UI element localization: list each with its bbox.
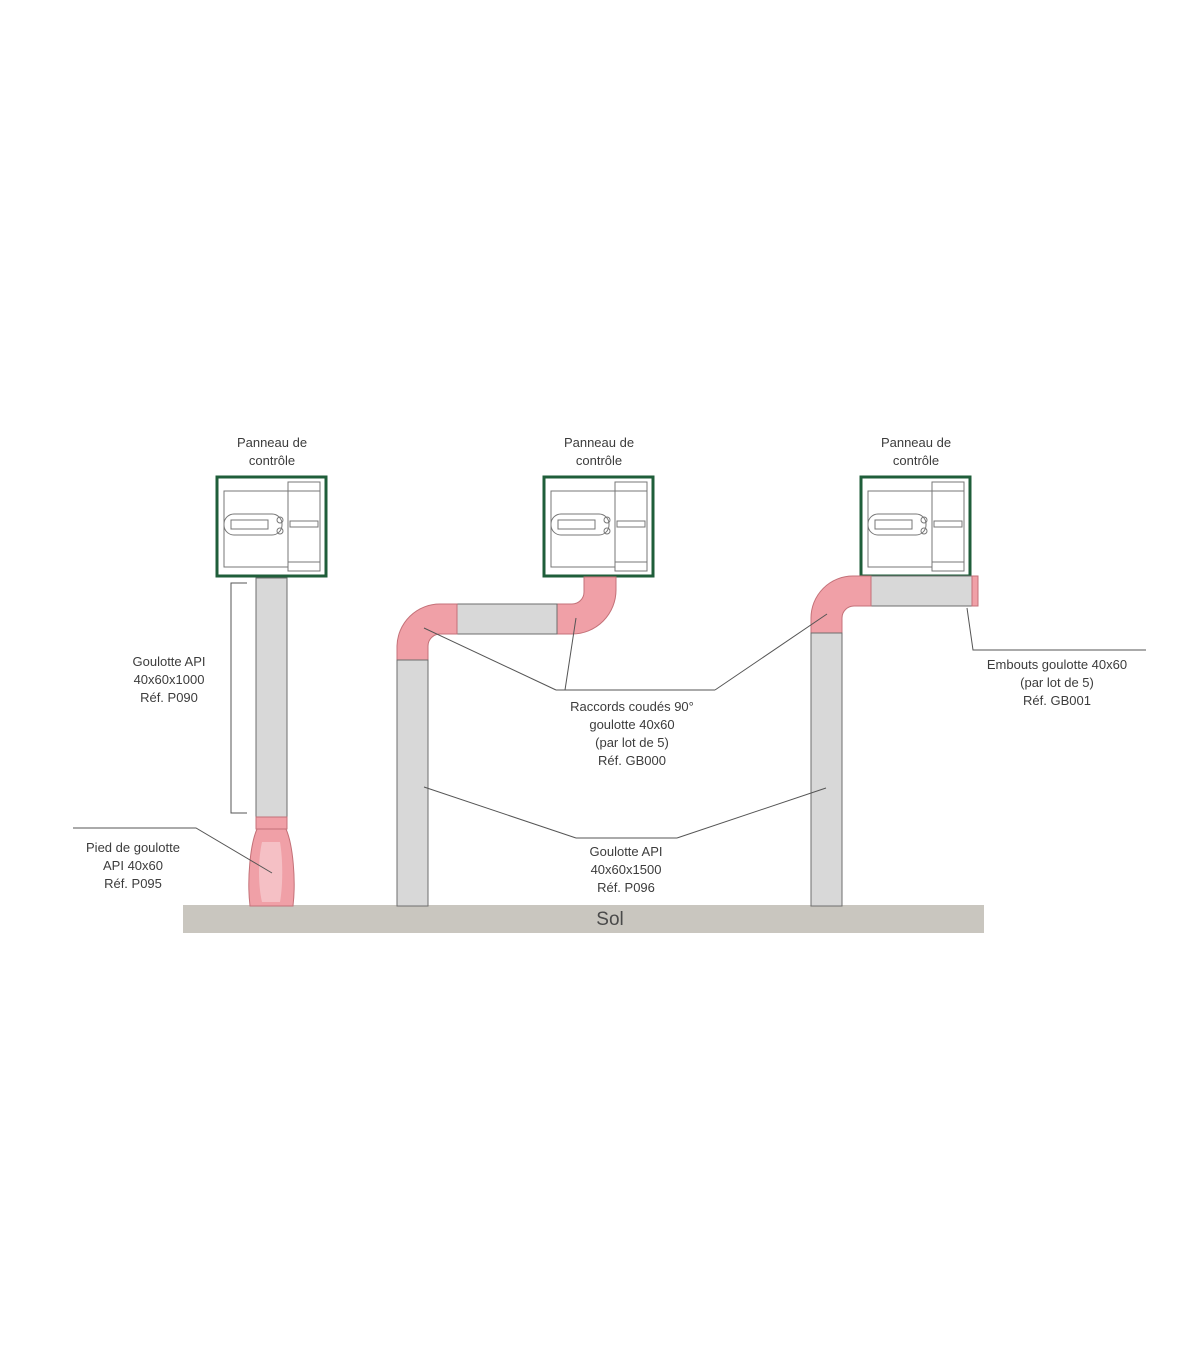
leader-raccords-mid [564,617,577,691]
svg-text:(par lot de 5): (par lot de 5) [595,735,669,750]
foot-collar [255,816,288,830]
leader-goulotte-left [423,786,577,839]
length-bracket [230,582,247,814]
label-embouts: Embouts goulotte 40x60 (par lot de 5) Ré… [987,657,1127,708]
svg-text:Réf. GB001: Réf. GB001 [1023,693,1091,708]
panel-right [859,475,972,578]
duct-middle-horizontal [456,603,558,635]
label-pied: Pied de goulotte API 40x60 Réf. P095 [86,840,180,891]
panel-left [215,475,328,578]
elbow-middle-top [556,576,617,635]
svg-text:Embouts goulotte 40x60: Embouts goulotte 40x60 [987,657,1127,672]
leader-embouts [966,607,1146,651]
svg-text:Réf. P095: Réf. P095 [104,876,162,891]
duct-1000 [255,577,288,818]
svg-text:Goulotte API: Goulotte API [133,654,206,669]
svg-text:(par lot de 5): (par lot de 5) [1020,675,1094,690]
end-cap [971,575,979,607]
panel-middle-label-2: contrôle [576,453,622,468]
label-goulotte-1500: Goulotte API 40x60x1500 Réf. P096 [590,844,663,895]
svg-text:Réf. P096: Réf. P096 [597,880,655,895]
ground-label: Sol [596,909,623,930]
svg-text:API 40x60: API 40x60 [103,858,163,873]
panel-right-label-1: Panneau de [881,435,951,450]
leader-goulotte-right [676,787,827,839]
panel-left-label-2: contrôle [249,453,295,468]
panel-left-label-1: Panneau de [237,435,307,450]
elbow-middle-left [396,603,458,661]
svg-text:Réf. GB000: Réf. GB000 [598,753,666,768]
duct-1500-left [396,659,429,907]
duct-1500-right [810,632,843,907]
leader-raccords-right [714,613,828,691]
leader-raccords-left [423,627,557,691]
duct-right-horizontal [870,575,973,607]
label-raccords: Raccords coudés 90° goulotte 40x60 (par … [570,699,694,768]
svg-text:40x60x1500: 40x60x1500 [591,862,662,877]
leader-pied [73,827,273,874]
svg-text:Goulotte API: Goulotte API [590,844,663,859]
ground-slab [183,905,984,933]
panel-right-label-2: contrôle [893,453,939,468]
svg-text:goulotte 40x60: goulotte 40x60 [589,717,674,732]
panel-middle-label-1: Panneau de [564,435,634,450]
label-goulotte-1000: Goulotte API 40x60x1000 Réf. P090 [133,654,206,705]
svg-text:Raccords coudés 90°: Raccords coudés 90° [570,699,694,714]
elbow-right [810,575,872,634]
svg-text:40x60x1000: 40x60x1000 [134,672,205,687]
panel-middle [542,475,655,578]
svg-text:Pied de goulotte: Pied de goulotte [86,840,180,855]
svg-text:Réf. P090: Réf. P090 [140,690,198,705]
